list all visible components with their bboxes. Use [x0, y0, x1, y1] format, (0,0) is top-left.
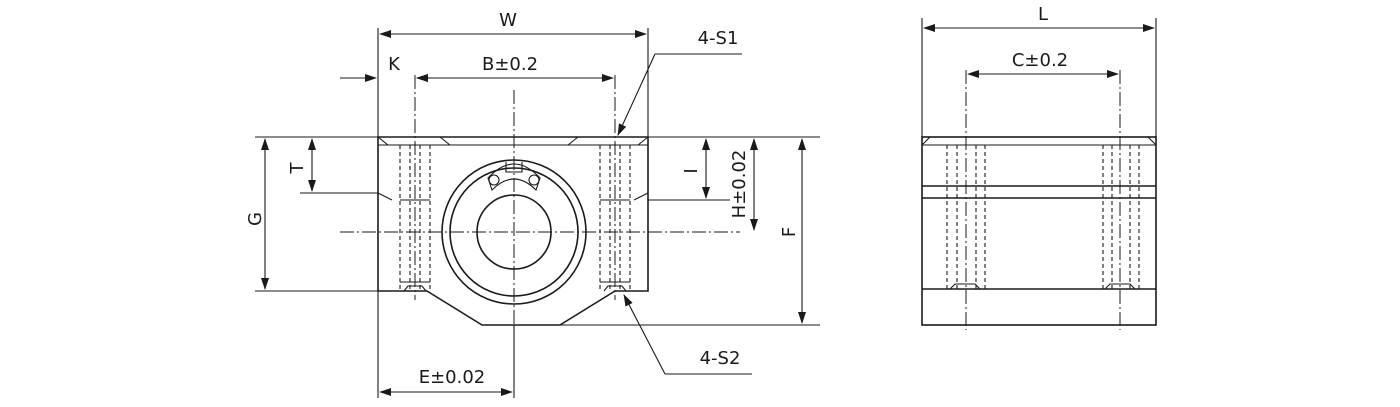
front-body-outline	[377, 136, 649, 326]
label-l: L	[1038, 4, 1048, 25]
label-s1: 4-S1	[698, 28, 739, 49]
label-c: C±0.2	[1012, 50, 1068, 71]
label-w: W	[499, 10, 517, 31]
label-e: E±0.02	[419, 367, 486, 388]
label-g: G	[245, 212, 266, 226]
label-i: I	[681, 168, 702, 173]
front-bolt-hole-left	[399, 145, 431, 292]
front-view: W K B±0.2 4-S1 4-S2 E±0.02 G T I H±0.02 …	[245, 10, 820, 398]
side-bolt-hole-left	[946, 145, 986, 290]
side-bolt-hole-right	[1102, 145, 1140, 290]
label-t: T	[287, 162, 308, 175]
label-k: K	[388, 54, 401, 75]
label-b: B±0.2	[482, 54, 538, 75]
side-body-outline	[921, 136, 1157, 326]
side-view: L C±0.2	[921, 4, 1157, 330]
label-s2: 4-S2	[700, 348, 741, 369]
label-f: F	[779, 227, 800, 237]
label-h: H±0.02	[729, 150, 750, 219]
